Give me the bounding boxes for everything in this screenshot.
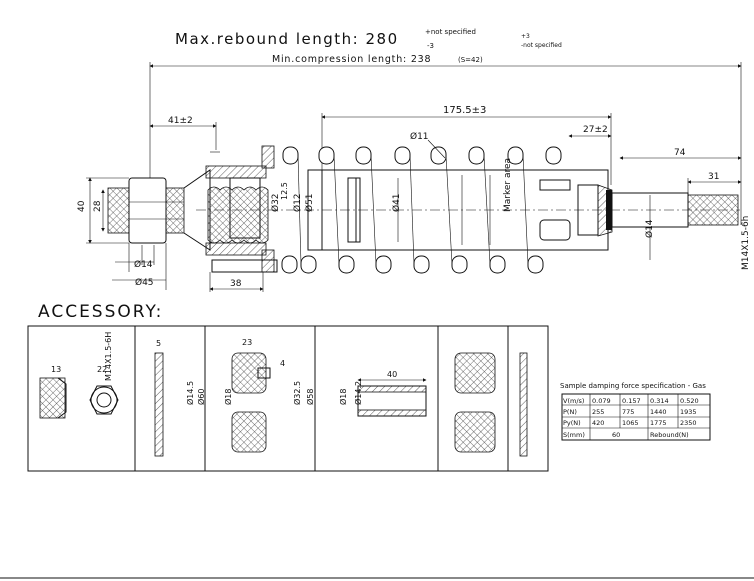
- bush2-drawing: [454, 352, 496, 453]
- dim-41-label: Ø41: [391, 193, 402, 212]
- s-label: S(mm): [563, 431, 585, 439]
- s-value: 60: [612, 431, 620, 439]
- max-rebound-title: Max.rebound length: 280: [175, 30, 399, 48]
- dim-27-label: 27±2: [583, 125, 608, 135]
- sleeve-14-2: Ø14.2: [353, 381, 363, 405]
- bush-drawing: [231, 352, 271, 453]
- washer-60: Ø60: [196, 389, 206, 405]
- washer2-drawing: [519, 352, 528, 457]
- bush-58: Ø58: [305, 389, 315, 405]
- bush-32-5: Ø32.5: [292, 381, 302, 405]
- tol-plus: +not specified: [425, 28, 476, 36]
- tol-minus: -3: [427, 42, 434, 50]
- cell-v1: 0.079: [592, 397, 611, 405]
- dim-41-label: 41±2: [168, 116, 193, 126]
- cell-v4: 0.520: [680, 397, 699, 405]
- cell-p2: 775: [622, 408, 634, 416]
- dim-51-label: Ø51: [304, 193, 315, 212]
- bump-stop: [196, 145, 740, 273]
- spec-table: [561, 393, 711, 441]
- row-v-label: V(m/s): [563, 397, 584, 405]
- spring-coils-bottom: [281, 255, 544, 274]
- cell-p3: 1440: [650, 408, 667, 416]
- cell-v3: 0.314: [650, 397, 669, 405]
- cell-py4: 2350: [680, 419, 697, 427]
- nut-thread: M14X1.5-6H: [104, 332, 113, 381]
- dim-45-label: Ø45: [135, 277, 154, 288]
- spring-coils-top: [282, 146, 562, 165]
- spec-table-title: Sample damping force specification - Gas: [560, 382, 706, 390]
- nut-drawing: [39, 377, 119, 419]
- row-p-label: P(N): [563, 408, 577, 416]
- sleeve-40: 40: [387, 370, 397, 379]
- dim-74-label: 74: [674, 148, 686, 158]
- dim-12-label: Ø12: [292, 193, 303, 212]
- washer-drawing: [154, 352, 164, 457]
- dim-32-label: Ø32: [270, 193, 281, 212]
- rebound-label: Rebound(N): [650, 431, 689, 439]
- rod-thread-label: M14X1.5-6h: [741, 216, 751, 270]
- piston-rod: [611, 192, 739, 228]
- min-compression-text: Min.compression length: 238: [272, 54, 431, 65]
- dim-12_5-label: 12.5: [280, 182, 289, 200]
- tol-plus2: +3: [521, 33, 530, 40]
- sleeve-drawing: [357, 385, 427, 417]
- cylinder-body: [307, 169, 613, 251]
- lower-eye-mount: [107, 169, 211, 251]
- cell-v2: 0.157: [622, 397, 641, 405]
- accessory-frame: [27, 325, 549, 472]
- cell-p1: 255: [592, 408, 604, 416]
- bush-23: 23: [242, 338, 252, 347]
- dim-38-label: 38: [230, 279, 242, 289]
- washer-5: 5: [156, 339, 161, 348]
- dim-11-label: Ø11: [410, 131, 429, 142]
- marker-area-label: Marker area: [503, 158, 513, 212]
- cell-py1: 420: [592, 419, 604, 427]
- sleeve-18: Ø18: [338, 389, 348, 405]
- nut-22: 22: [97, 365, 107, 374]
- dim-28-label: 28: [93, 200, 103, 212]
- spring-lines: [297, 154, 529, 265]
- row-py-label: Py(N): [563, 419, 581, 427]
- accessory-dividers: [134, 326, 509, 471]
- cell-py2: 1065: [622, 419, 639, 427]
- dim-14-left: Ø14: [134, 259, 153, 270]
- bush-4: 4: [280, 359, 285, 368]
- dim-14-rod: Ø14: [644, 219, 655, 238]
- dim-31-label: 31: [708, 172, 719, 182]
- dim-175-label: 175.5±3: [443, 105, 486, 116]
- cell-p4: 1935: [680, 408, 697, 416]
- accessory-title: ACCESSORY:: [38, 302, 163, 322]
- tol-not: -not specified: [521, 42, 562, 49]
- nut-13: 13: [51, 365, 61, 374]
- washer-14-5: Ø14.5: [185, 381, 195, 405]
- min-compression-note: (S=42): [458, 56, 483, 64]
- dim-40-label: 40: [77, 200, 87, 212]
- cell-py3: 1775: [650, 419, 667, 427]
- bush-18: Ø18: [223, 389, 233, 405]
